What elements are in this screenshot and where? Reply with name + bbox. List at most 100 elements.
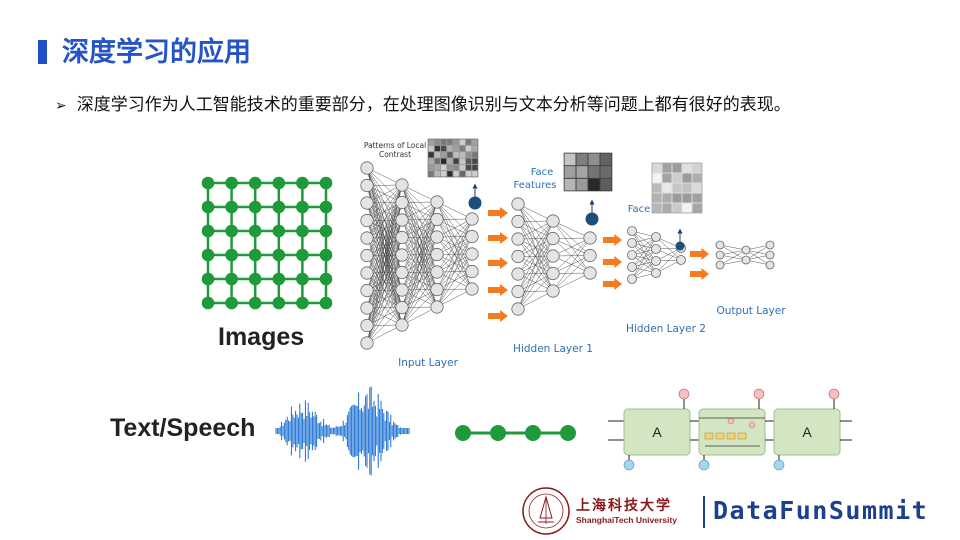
nn-neuron <box>511 214 525 229</box>
nn-neuron <box>465 247 479 261</box>
nn-highlight-neuron <box>585 212 599 226</box>
speech-waveform <box>275 386 410 476</box>
nn-neuron <box>360 178 374 193</box>
nn-neuron <box>465 229 479 244</box>
nn-neuron <box>583 248 597 263</box>
nn-neuron <box>765 250 775 260</box>
rnn-cell-middle <box>698 408 766 456</box>
grid-node <box>272 200 286 214</box>
face-features-label-line1: Face <box>531 167 554 178</box>
nn-neuron <box>546 266 560 281</box>
grid-node <box>296 200 309 214</box>
nn-neuron <box>546 249 560 263</box>
grid-node <box>201 248 215 262</box>
orange-arrow-icon <box>488 310 508 322</box>
university-name-en: ShanghaiTech University <box>576 515 677 525</box>
grid-node <box>319 176 333 190</box>
bullet-text: 深度学习作为人工智能技术的重要部分，在处理图像识别与文本分析等问题上都有很好的表… <box>76 95 791 115</box>
nn-neuron <box>741 255 751 265</box>
nn-highlight-neuron <box>675 241 685 251</box>
grid-node <box>225 200 238 214</box>
nn-neuron <box>395 213 409 227</box>
grid-node <box>272 272 286 286</box>
face-features-thumbnail <box>563 152 613 192</box>
nn-neuron <box>430 195 444 209</box>
face-label: Face <box>628 204 651 215</box>
image-grid <box>201 176 333 310</box>
grid-node <box>319 272 333 286</box>
nn-neuron <box>465 282 479 296</box>
nn-neuron <box>546 231 560 246</box>
grid-node <box>296 248 309 262</box>
patterns-label-line2: Contrast <box>379 150 411 159</box>
orange-arrow-icon <box>603 278 622 290</box>
grid-node <box>201 200 215 214</box>
nn-neuron <box>430 300 444 314</box>
grid-node <box>319 200 333 214</box>
nn-highlight-neuron <box>468 196 482 210</box>
nn-neuron <box>741 245 751 255</box>
nn-neuron <box>627 226 637 236</box>
patterns-label-line1: Patterns of Local <box>364 141 426 150</box>
grid-node <box>225 248 238 262</box>
bullet-arrow-icon: ➢ <box>55 98 67 114</box>
nn-neuron <box>360 301 374 315</box>
brand-logo-text: DataFunSummit <box>713 496 929 525</box>
title-accent-bar <box>38 40 47 64</box>
nn-neuron <box>360 283 374 298</box>
nn-neuron <box>430 282 444 297</box>
orange-arrow-icon <box>690 268 709 280</box>
nn-neuron <box>511 197 525 211</box>
grid-node <box>225 296 238 310</box>
footer-divider <box>703 496 705 528</box>
university-name-cn: 上海科技大学 <box>576 498 672 514</box>
nn-neuron <box>511 232 525 246</box>
grid-node <box>201 176 215 190</box>
nn-neuron <box>430 247 444 262</box>
nn-neuron <box>430 212 444 227</box>
nn-neuron <box>765 260 775 270</box>
face-features-label-line2: Features <box>514 180 557 191</box>
nn-neuron <box>765 240 775 250</box>
nn-neuron <box>627 274 637 284</box>
nn-neuron <box>360 248 374 263</box>
grid-node <box>248 200 262 214</box>
nn-neuron <box>583 266 597 280</box>
grid-node <box>296 296 309 310</box>
nn-neuron <box>395 195 409 210</box>
nn-neuron <box>395 230 409 245</box>
orange-arrow-icon <box>488 232 508 244</box>
grid-node <box>248 296 262 310</box>
nn-neuron <box>395 248 409 262</box>
input-layer-label: Input Layer <box>398 357 458 369</box>
grid-node <box>248 176 262 190</box>
bullet-point: ➢ 深度学习作为人工智能技术的重要部分，在处理图像识别与文本分析等问题上都有很好的… <box>55 90 791 115</box>
nn-neuron <box>465 212 479 226</box>
sequence-chain <box>455 425 576 441</box>
nn-neuron <box>395 178 409 192</box>
hidden-layer-1-label: Hidden Layer 1 <box>513 343 593 355</box>
orange-arrow-icon <box>690 248 709 260</box>
nn-neuron <box>360 318 374 333</box>
nn-neuron <box>511 284 525 299</box>
images-label: Images <box>218 323 305 351</box>
rnn-diagram: A A <box>608 388 852 471</box>
nn-neuron <box>627 262 637 272</box>
nn-neuron <box>465 264 479 279</box>
nn-neuron <box>651 232 661 242</box>
grid-node <box>248 248 262 262</box>
nn-neuron <box>651 256 661 266</box>
grid-node <box>225 176 238 190</box>
nn-neuron <box>676 255 686 265</box>
grid-node <box>319 224 333 238</box>
grid-node <box>248 224 262 238</box>
nn-neuron <box>511 302 525 316</box>
orange-arrow-icon <box>488 207 508 219</box>
grid-node <box>201 296 215 310</box>
nn-neuron <box>627 250 637 260</box>
grid-node <box>272 248 286 262</box>
grid-node <box>296 176 309 190</box>
grid-node <box>201 224 215 238</box>
neural-network-diagram <box>360 161 775 350</box>
nn-neuron <box>651 244 661 254</box>
